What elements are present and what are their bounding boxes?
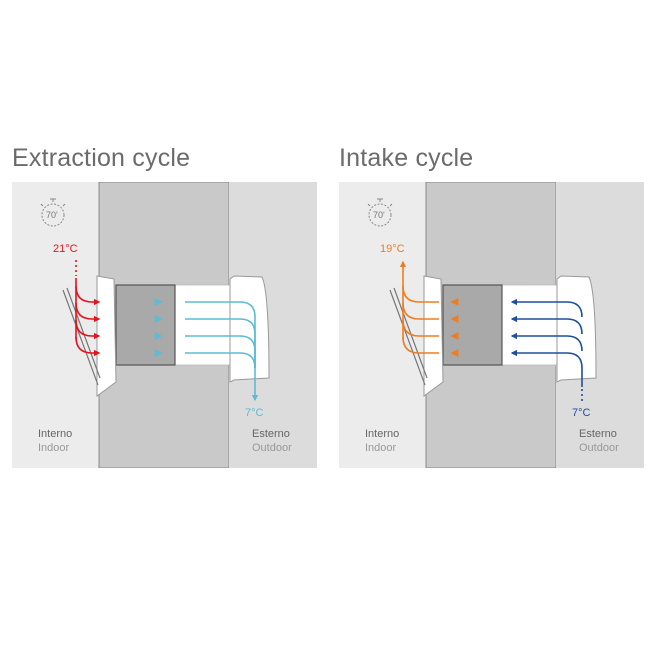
outdoor-flow-arrow <box>510 315 583 335</box>
timer-label: 70' <box>46 210 58 220</box>
indoor-flow-arrow <box>402 336 439 354</box>
indoor-area <box>12 182 99 468</box>
indoor-area <box>339 182 426 468</box>
duct-tube <box>174 284 233 366</box>
outdoor-flow-arrow <box>185 301 256 368</box>
outdoor-hood <box>229 275 270 383</box>
outdoor-label-italian: Esterno <box>252 428 290 440</box>
outdoor-flow-arrow <box>185 335 256 368</box>
outdoor-label-english: Outdoor <box>579 442 619 454</box>
indoor-flow-arrow <box>75 285 101 306</box>
heat-exchanger <box>115 284 176 366</box>
timer-icon <box>41 203 65 227</box>
indoor-label-italian: Interno <box>38 428 72 440</box>
indoor-temperature: 19°C <box>380 243 405 255</box>
outdoor-flow-arrow <box>510 332 583 352</box>
louver <box>62 287 101 386</box>
indoor-label-english: Indoor <box>365 442 397 454</box>
indoor-label-italian: Interno <box>365 428 399 440</box>
outdoor-hood <box>556 275 597 383</box>
indoor-flow-arrow <box>75 302 101 323</box>
outdoor-flow-arrow <box>510 349 583 369</box>
outdoor-temperature: 7°C <box>245 407 264 419</box>
outdoor-label-english: Outdoor <box>252 442 292 454</box>
timer-icon-top <box>40 198 66 207</box>
extraction-cycle-title: Extraction cycle <box>12 144 191 172</box>
indoor-flow-arrow <box>75 319 101 340</box>
indoor-flow-arrow <box>402 285 439 303</box>
outdoor-flow-arrow <box>510 298 583 318</box>
timer-label: 70' <box>373 210 385 220</box>
timer-icon-top <box>367 198 393 207</box>
indoor-label-english: Indoor <box>38 442 70 454</box>
outdoor-flow-arrow <box>185 318 256 368</box>
indoor-flow-arrow <box>75 336 101 357</box>
intake-cycle-title: Intake cycle <box>339 144 474 172</box>
outdoor-label-italian: Esterno <box>579 428 617 440</box>
indoor-flow-arrow <box>402 302 439 320</box>
louver <box>389 287 428 386</box>
timer-icon <box>368 203 392 227</box>
outdoor-temperature: 7°C <box>572 407 591 419</box>
indoor-flow-arrow <box>402 319 439 337</box>
outdoor-flow-arrow <box>185 352 256 369</box>
indoor-temperature: 21°C <box>53 243 78 255</box>
